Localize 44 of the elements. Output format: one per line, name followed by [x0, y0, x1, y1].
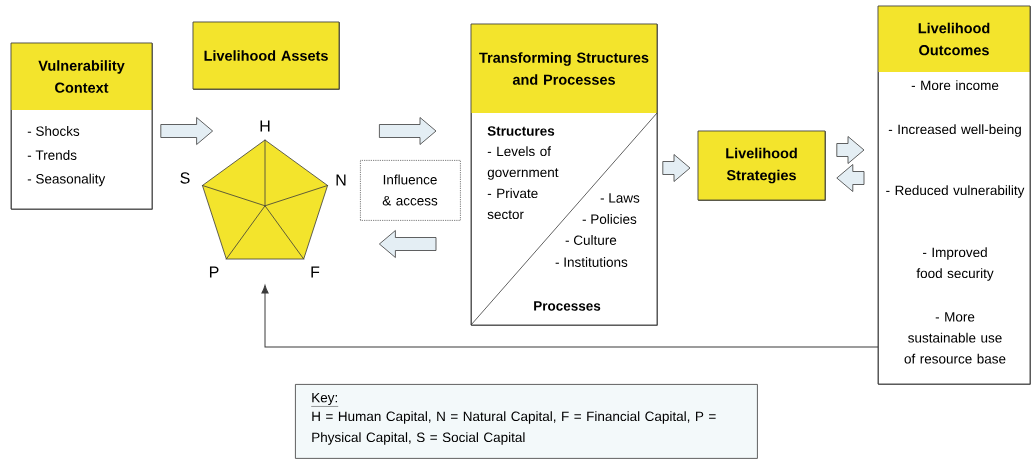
list-item: - Increased well-being — [888, 124, 1021, 137]
box-title: Vulnerability Context — [38, 60, 125, 93]
block-arrow — [379, 230, 437, 258]
key-box — [295, 384, 758, 459]
vertex-label: F — [311, 266, 320, 278]
list-item: - Policies — [582, 214, 637, 224]
block-arrow — [160, 117, 213, 145]
list-item: - Culture — [565, 235, 617, 245]
dotted-box — [360, 160, 461, 221]
list-item: - Laws — [600, 193, 640, 203]
vertex-label: S — [180, 172, 190, 184]
key-heading: Key: — [311, 392, 339, 407]
vertex-label: P — [210, 266, 219, 278]
box-text: Influence & access — [382, 174, 438, 206]
block-arrow — [836, 136, 865, 164]
feedback-arrow — [261, 284, 879, 348]
list-item: - More sustainable use of resource base — [904, 312, 1006, 364]
list-item: - Improved food security — [916, 247, 994, 281]
block-arrow — [662, 154, 691, 182]
vertex-label: H — [260, 120, 270, 132]
list-item: - Reduced vulnerability — [886, 185, 1025, 198]
title-box — [697, 130, 826, 201]
section-heading: Processes — [534, 301, 601, 311]
block-arrow — [836, 164, 865, 192]
section-heading: Structures — [487, 126, 555, 136]
list-item: - Institutions — [555, 257, 628, 267]
context-box — [10, 42, 153, 210]
block-arrow — [379, 117, 437, 145]
box-title: Livelihood Outcomes — [918, 22, 990, 56]
vertex-label: N — [336, 174, 346, 186]
key-text: H = Human Capital, N = Natural Capital, F = Financial Capital, P = Physical Capital, S = Social Capital — [312, 411, 716, 445]
title-box — [192, 21, 340, 90]
pentagon — [201, 139, 329, 260]
box-title: Transforming Structures and Processes — [479, 52, 649, 85]
split-box — [470, 23, 658, 326]
list-item: - Shocks — [27, 126, 80, 136]
outcome-box — [877, 5, 1031, 385]
list-item: - Levels of government — [487, 146, 559, 180]
list-item: - Trends — [27, 150, 77, 160]
list-item: - More income — [911, 80, 999, 91]
box-title: Livelihood Assets — [204, 50, 328, 61]
box-title: Livelihood Strategies — [726, 147, 797, 184]
list-item: - Seasonality — [27, 173, 106, 187]
list-item: - Private sector — [487, 188, 538, 220]
